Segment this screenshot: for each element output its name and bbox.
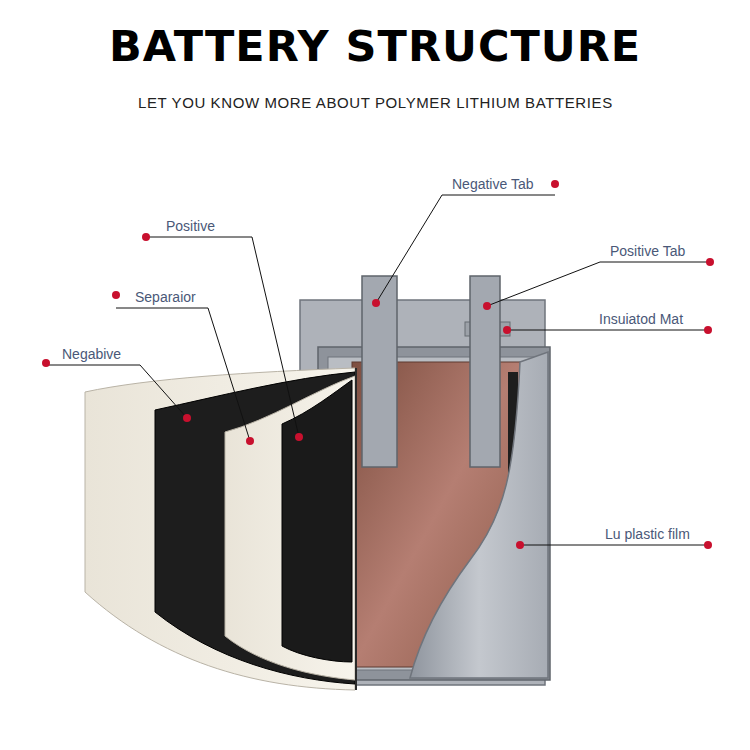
diagram-subtitle: LET YOU KNOW MORE ABOUT POLYMER LITHIUM … (138, 94, 613, 111)
callout-label: Separaior (133, 289, 198, 305)
plastic-film (410, 352, 548, 678)
diagram-title: BATTERY STRUCTURE (109, 21, 641, 71)
leader-line (376, 195, 555, 303)
callout-dots (42, 180, 714, 549)
separator-sheet (225, 376, 355, 680)
callout-label: Positive Tab (608, 243, 687, 259)
positive-sheet (282, 380, 352, 662)
leader-line (507, 330, 708, 331)
leader-line (487, 262, 710, 306)
leader-line (520, 545, 708, 546)
callout-label: Insuiatod Mat (597, 311, 685, 327)
leader-line (116, 308, 250, 441)
leader-line (46, 365, 187, 418)
negative-sheet (155, 372, 355, 684)
positive-tab (470, 276, 500, 467)
negative-sheet-outer (85, 368, 355, 690)
negative-tab (362, 276, 397, 467)
callout-label: Negabive (60, 346, 123, 362)
callout-label: Lu plastic film (603, 526, 692, 542)
sheet-edge (355, 368, 357, 690)
leader-lines (46, 195, 710, 545)
callout-label: Negative Tab (450, 176, 535, 192)
leader-line (146, 237, 299, 437)
callout-label: Positive (164, 218, 217, 234)
